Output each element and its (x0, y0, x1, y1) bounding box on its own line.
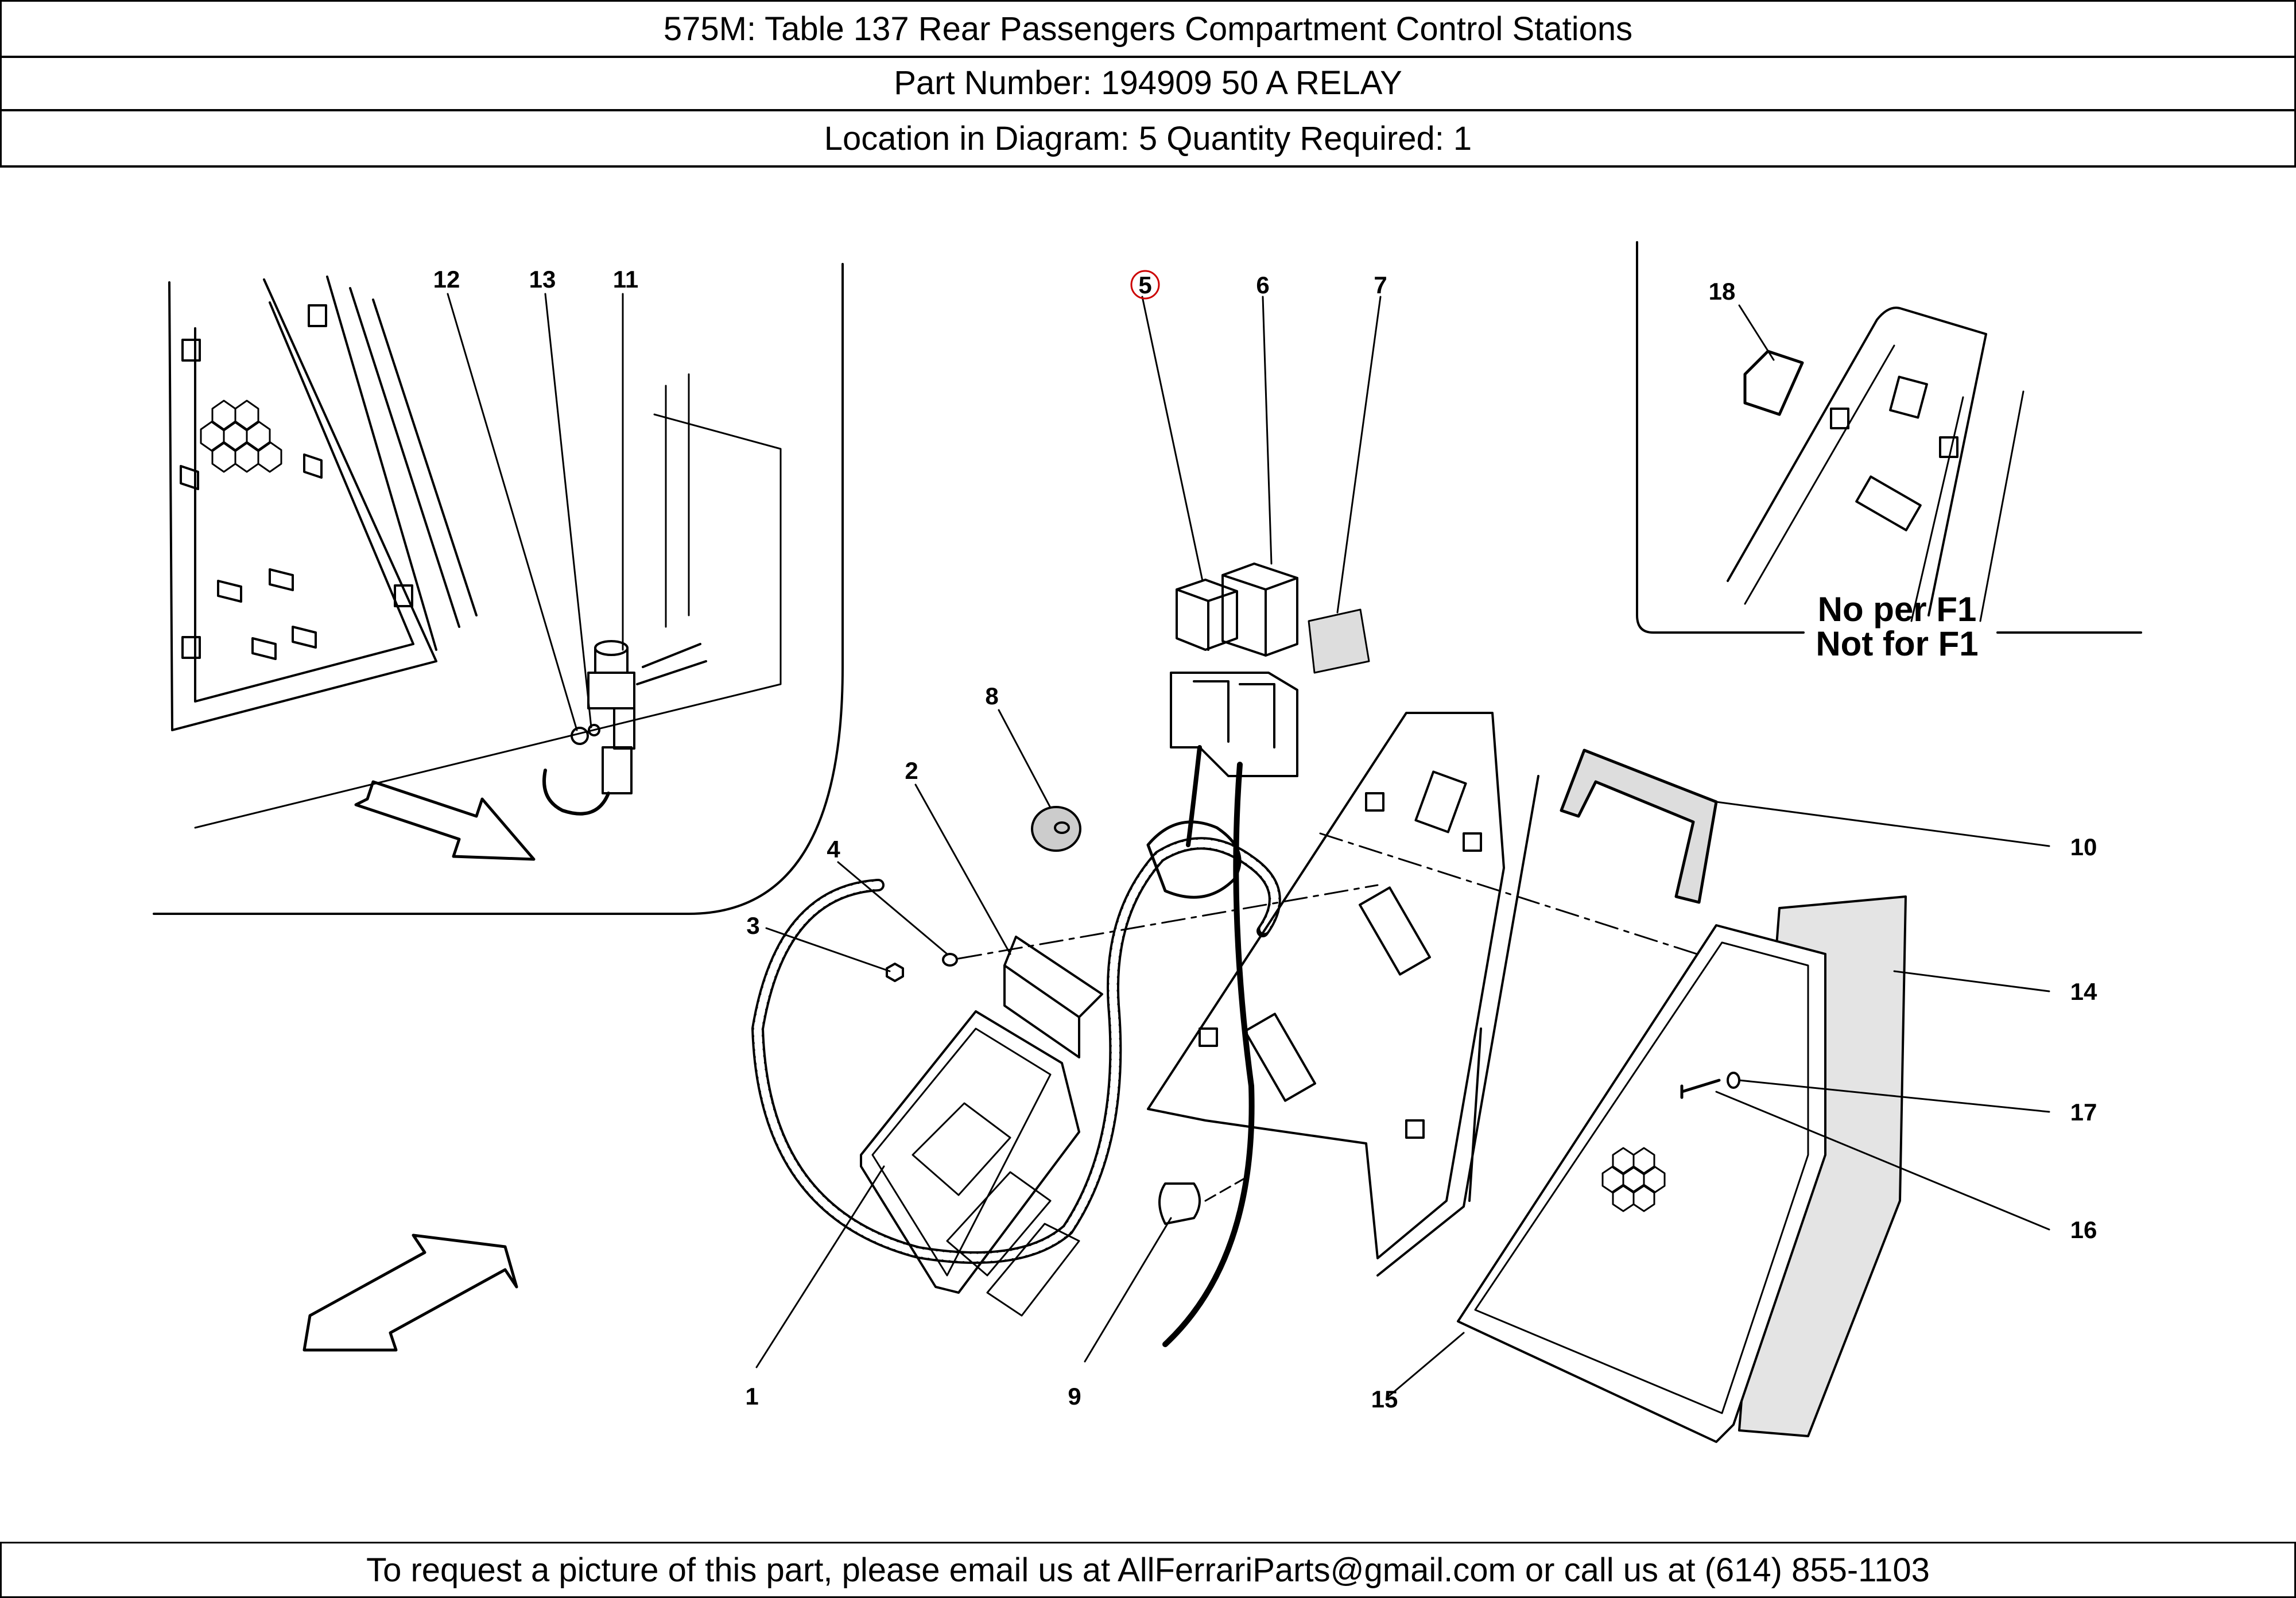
honeycomb-grid (200, 400, 282, 473)
callout-4: 4 (827, 836, 840, 863)
nut-3 (886, 963, 904, 982)
direction-arrow-large (302, 1234, 518, 1352)
note-line-2: Not for F1 (1816, 625, 1978, 663)
callout-8: 8 (985, 682, 998, 709)
callout-6: 6 (1256, 271, 1269, 298)
callout-15: 15 (1371, 1386, 1398, 1413)
washer-4 (942, 953, 958, 967)
callout-5: 5 (1138, 271, 1151, 298)
location-quantity-label: Location in Diagram: 5 Quantity Required… (0, 111, 2296, 168)
part-number-label: Part Number: 194909 50 A RELAY (0, 56, 2296, 111)
left-inset-view (153, 263, 844, 915)
callout-16: 16 (2070, 1216, 2097, 1243)
leader-lines (447, 293, 2050, 1397)
parts-diagram: No per F1 Not for F1 (0, 168, 2296, 1541)
foam-pad-7 (1308, 608, 1370, 674)
callout-9: 9 (1068, 1383, 1081, 1410)
bracket-2 (1003, 936, 1103, 1058)
switch-assembly (542, 640, 707, 816)
callout-2: 2 (905, 757, 918, 784)
callout-13: 13 (529, 266, 556, 293)
screw-16 (1680, 1079, 1721, 1099)
cover-honeycomb (1601, 1147, 1666, 1212)
wiring-harness (751, 837, 1281, 1264)
direction-arrow (354, 780, 536, 861)
callout-7: 7 (1374, 271, 1387, 298)
callout-11: 11 (613, 266, 638, 293)
clip-9 (1158, 1182, 1201, 1225)
cover-15 (1457, 924, 1826, 1443)
relay-6 (1221, 563, 1298, 657)
relay-50a (1176, 579, 1238, 651)
callout-17: 17 (2070, 1099, 2097, 1126)
part-18-module (1743, 350, 1804, 416)
highlight-circle-5 (1130, 270, 1160, 300)
callout-12: 12 (433, 266, 460, 293)
ecu-control-unit (860, 1010, 1080, 1317)
handle-10 (1560, 748, 1718, 904)
callout-3: 3 (746, 912, 759, 939)
callout-10: 10 (2070, 833, 2097, 860)
contact-footer: To request a picture of this part, pleas… (0, 1542, 2296, 1598)
callout-1: 1 (745, 1383, 758, 1410)
side-panel (1147, 712, 1505, 1259)
page-title: 575M: Table 137 Rear Passengers Compartm… (0, 0, 2296, 58)
callout-14: 14 (2070, 978, 2097, 1005)
callout-18: 18 (1709, 278, 1736, 305)
note-line-1: No per F1 (1818, 590, 1977, 629)
right-inset-view (1636, 241, 2142, 634)
